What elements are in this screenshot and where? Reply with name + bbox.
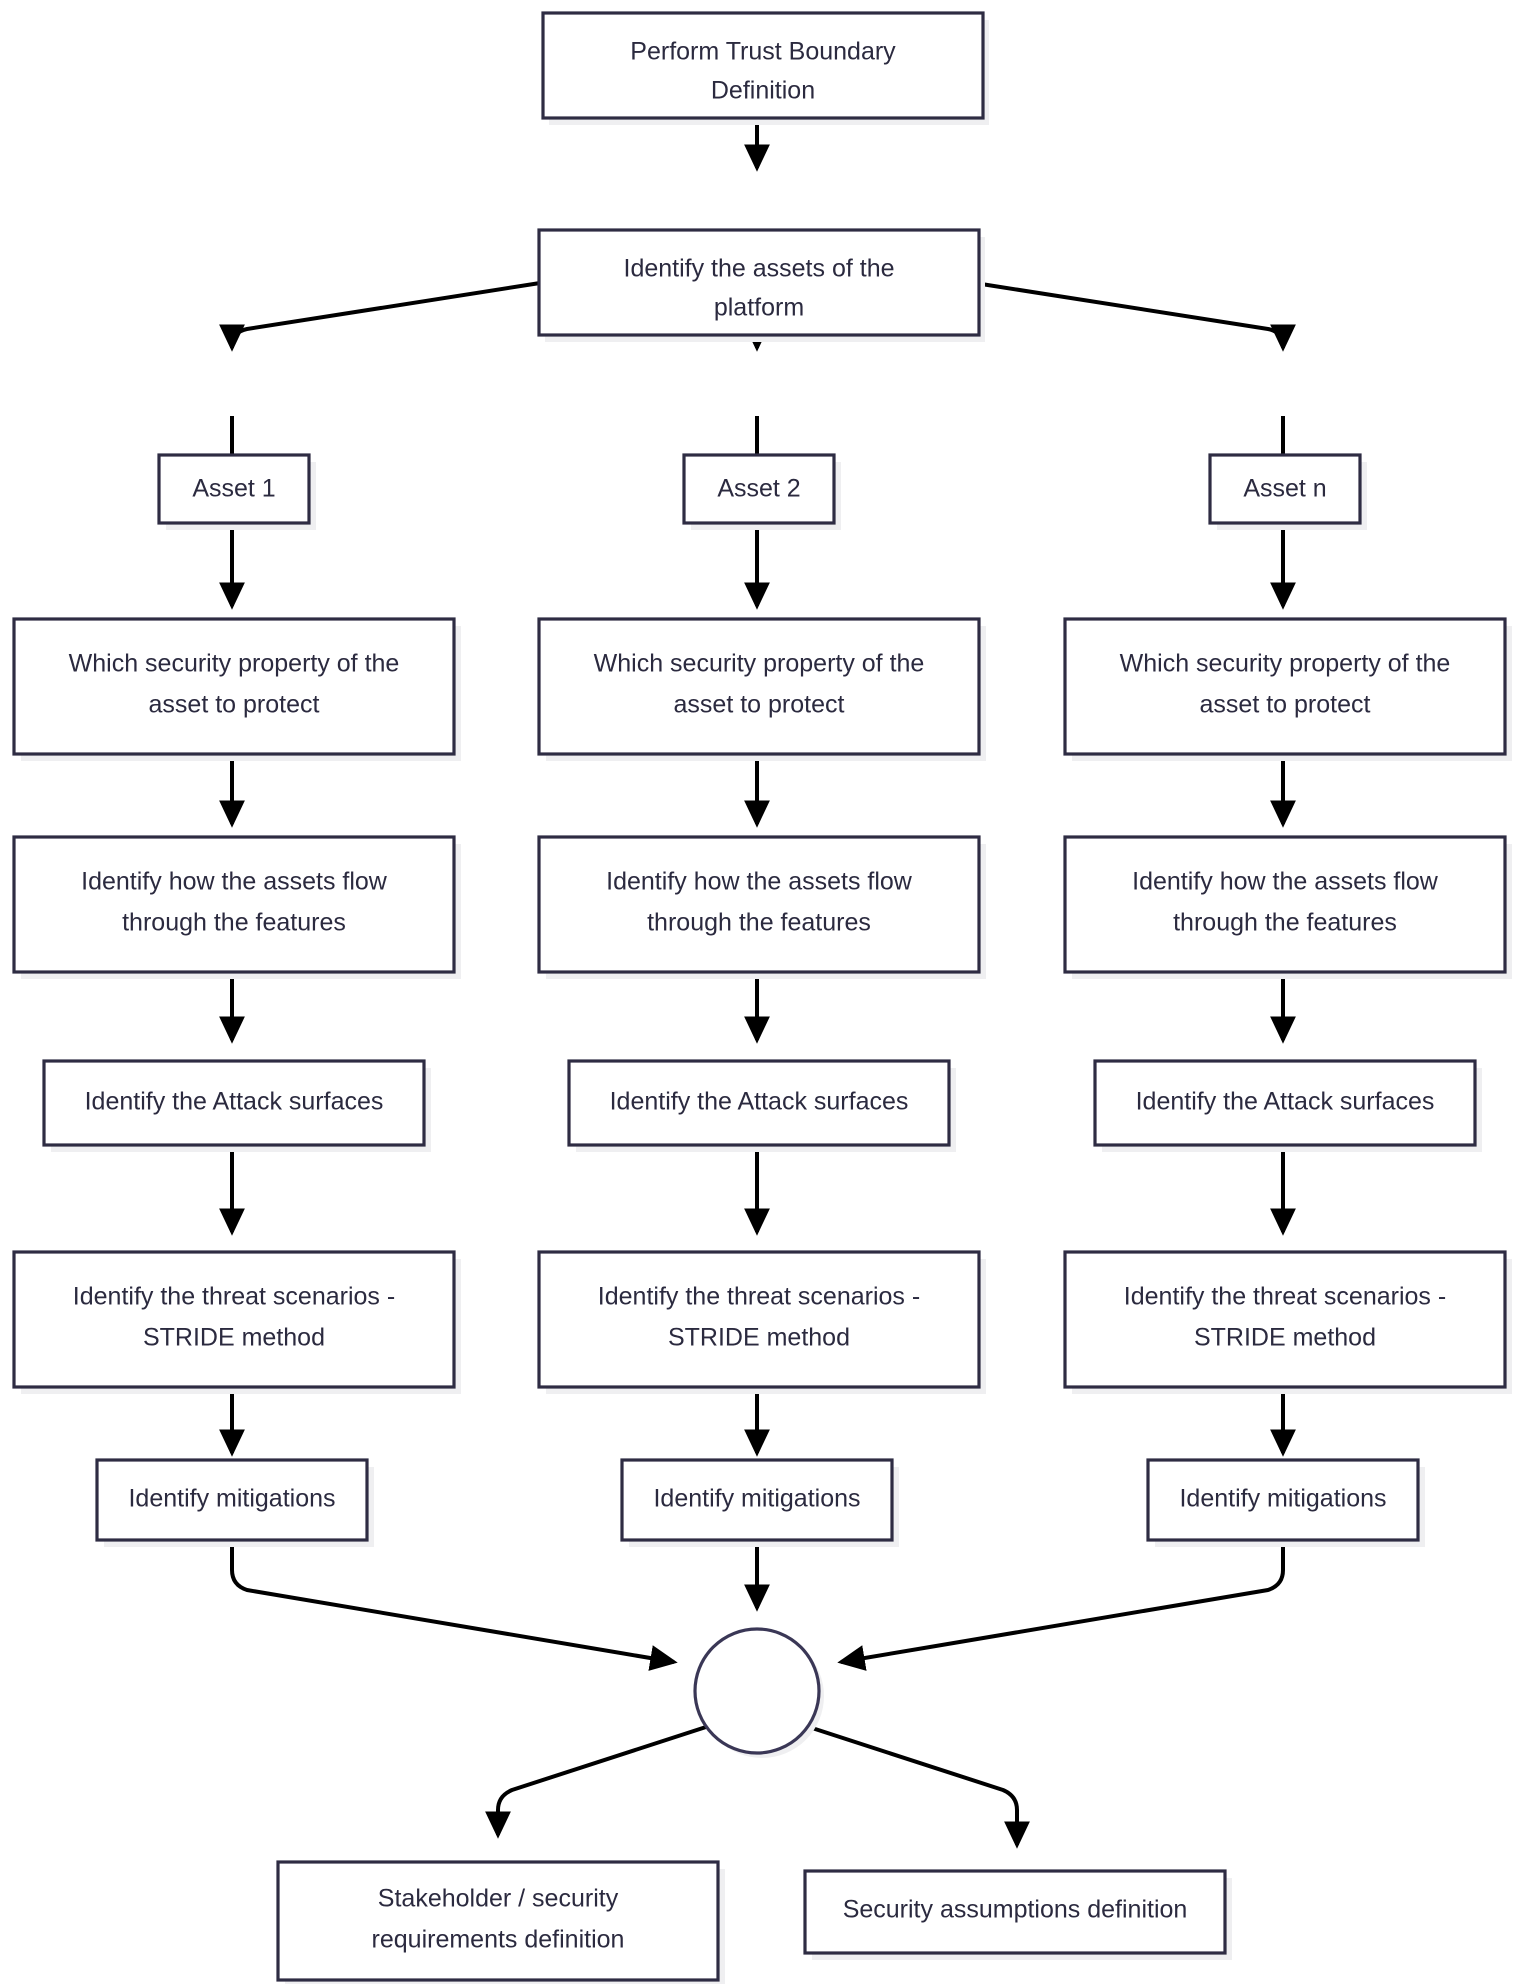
node-label-line2: through the features	[1173, 909, 1397, 937]
node-box	[620, 1458, 894, 1542]
node-box	[1146, 1458, 1420, 1542]
node-security-property-2[interactable]: Which security property of the asset to …	[537, 617, 986, 761]
node-label-line2: STRIDE method	[668, 1324, 850, 1352]
edge-mitigations1-to-junction	[230, 1530, 678, 1671]
node-stakeholder-security-requirements[interactable]: Stakeholder / security requirements defi…	[276, 1860, 725, 1984]
node-assets-flow-n[interactable]: Identify how the assets flow through the…	[1063, 835, 1512, 979]
node-label-line1: Perform Trust Boundary	[630, 38, 896, 66]
node-box	[537, 835, 981, 974]
edge-mitigationsn-to-junction	[837, 1530, 1285, 1671]
node-threat-scenarios-2[interactable]: Identify the threat scenarios - STRIDE m…	[537, 1250, 986, 1394]
node-box	[12, 617, 456, 756]
node-label-line1: Identify how the assets flow	[1132, 868, 1439, 896]
node-asset-1[interactable]: Asset 1	[157, 453, 316, 530]
node-label-line2: asset to protect	[149, 691, 320, 719]
node-label: Identify mitigations	[653, 1485, 860, 1513]
node-label-line1: Which security property of the	[594, 650, 925, 678]
node-box	[95, 1458, 369, 1542]
node-box	[537, 228, 981, 337]
node-box	[803, 1869, 1227, 1955]
node-label-line1: Identify how the assets flow	[606, 868, 913, 896]
node-perform-trust-boundary-definition[interactable]: Perform Trust Boundary Definition	[541, 11, 989, 125]
node-label-line2: platform	[714, 294, 804, 322]
node-threat-scenarios-1[interactable]: Identify the threat scenarios - STRIDE m…	[12, 1250, 461, 1394]
node-attack-surfaces-1[interactable]: Identify the Attack surfaces	[42, 1059, 431, 1152]
node-junction[interactable]	[693, 1627, 824, 1758]
edge-junction-to-stakeholder	[485, 1725, 707, 1839]
node-label-line2: through the features	[122, 909, 346, 937]
node-mitigations-1[interactable]: Identify mitigations	[95, 1458, 374, 1547]
node-label: Asset 1	[192, 475, 275, 503]
node-box	[682, 453, 836, 525]
edge-assets-to-asset1	[219, 281, 541, 352]
node-label-line1: Stakeholder / security	[378, 1885, 619, 1913]
node-asset-n[interactable]: Asset n	[1208, 453, 1367, 530]
node-box	[12, 1250, 456, 1389]
node-box	[1063, 835, 1507, 974]
node-label-line1: Which security property of the	[69, 650, 400, 678]
node-box	[1063, 1250, 1507, 1389]
node-label: Identify the Attack surfaces	[610, 1088, 909, 1116]
node-label-line1: Identify the threat scenarios -	[73, 1283, 395, 1311]
node-box	[1093, 1059, 1477, 1147]
node-security-property-n[interactable]: Which security property of the asset to …	[1063, 617, 1512, 761]
node-box	[537, 1250, 981, 1389]
node-label-line1: Identify the threat scenarios -	[598, 1283, 920, 1311]
node-threat-scenarios-n[interactable]: Identify the threat scenarios - STRIDE m…	[1063, 1250, 1512, 1394]
edge-assets-to-assetn	[974, 281, 1296, 352]
node-label: Identify the Attack surfaces	[1136, 1088, 1435, 1116]
node-box	[1208, 453, 1362, 525]
node-box	[541, 11, 985, 120]
node-attack-surfaces-n[interactable]: Identify the Attack surfaces	[1093, 1059, 1482, 1152]
node-label-line2: asset to protect	[674, 691, 845, 719]
node-label-line1: Identify the assets of the	[624, 255, 895, 283]
node-identify-assets-of-platform[interactable]: Identify the assets of the platform	[537, 228, 985, 342]
node-label-line2: Definition	[711, 77, 815, 105]
node-label: Asset 2	[717, 475, 800, 503]
node-box	[12, 835, 456, 974]
node-label-line2: asset to protect	[1200, 691, 1371, 719]
node-box	[276, 1860, 720, 1982]
node-label-line1: Which security property of the	[1120, 650, 1451, 678]
node-attack-surfaces-2[interactable]: Identify the Attack surfaces	[567, 1059, 956, 1152]
node-label: Security assumptions definition	[843, 1896, 1188, 1924]
node-asset-2[interactable]: Asset 2	[682, 453, 841, 530]
node-label: Identify mitigations	[1179, 1485, 1386, 1513]
node-label: Identify mitigations	[128, 1485, 335, 1513]
node-box	[157, 453, 311, 525]
node-label-line2: STRIDE method	[1194, 1324, 1376, 1352]
node-mitigations-n[interactable]: Identify mitigations	[1146, 1458, 1425, 1547]
node-security-assumptions-definition[interactable]: Security assumptions definition	[803, 1869, 1232, 1960]
edge-junction-to-assumptions	[808, 1725, 1030, 1849]
node-label-line2: through the features	[647, 909, 871, 937]
junction-circle	[693, 1627, 821, 1755]
node-assets-flow-2[interactable]: Identify how the assets flow through the…	[537, 835, 986, 979]
node-label: Identify the Attack surfaces	[85, 1088, 384, 1116]
node-label-line1: Identify how the assets flow	[81, 868, 388, 896]
node-label: Asset n	[1243, 475, 1326, 503]
node-box	[537, 617, 981, 756]
node-security-property-1[interactable]: Which security property of the asset to …	[12, 617, 461, 761]
node-assets-flow-1[interactable]: Identify how the assets flow through the…	[12, 835, 461, 979]
node-label-line2: STRIDE method	[143, 1324, 325, 1352]
node-box	[567, 1059, 951, 1147]
node-label-line1: Identify the threat scenarios -	[1124, 1283, 1446, 1311]
node-box	[42, 1059, 426, 1147]
node-label-line2: requirements definition	[372, 1926, 625, 1954]
node-mitigations-2[interactable]: Identify mitigations	[620, 1458, 899, 1547]
node-box	[1063, 617, 1507, 756]
